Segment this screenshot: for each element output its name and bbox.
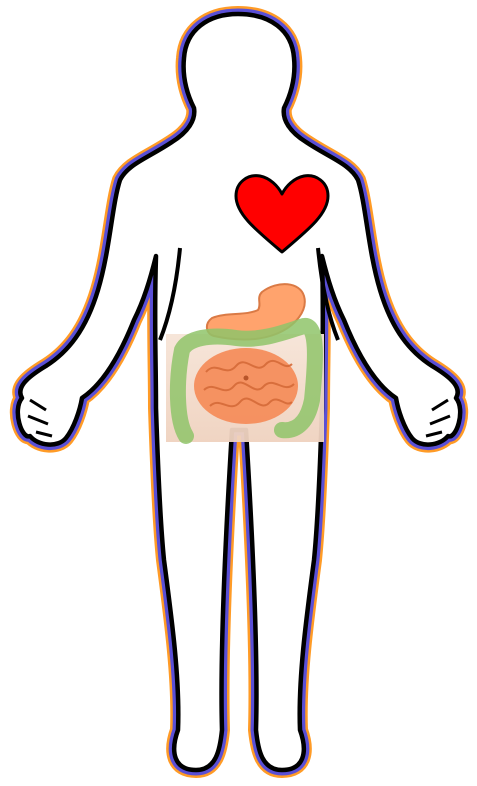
navel xyxy=(244,376,249,381)
small-intestine xyxy=(194,348,298,424)
